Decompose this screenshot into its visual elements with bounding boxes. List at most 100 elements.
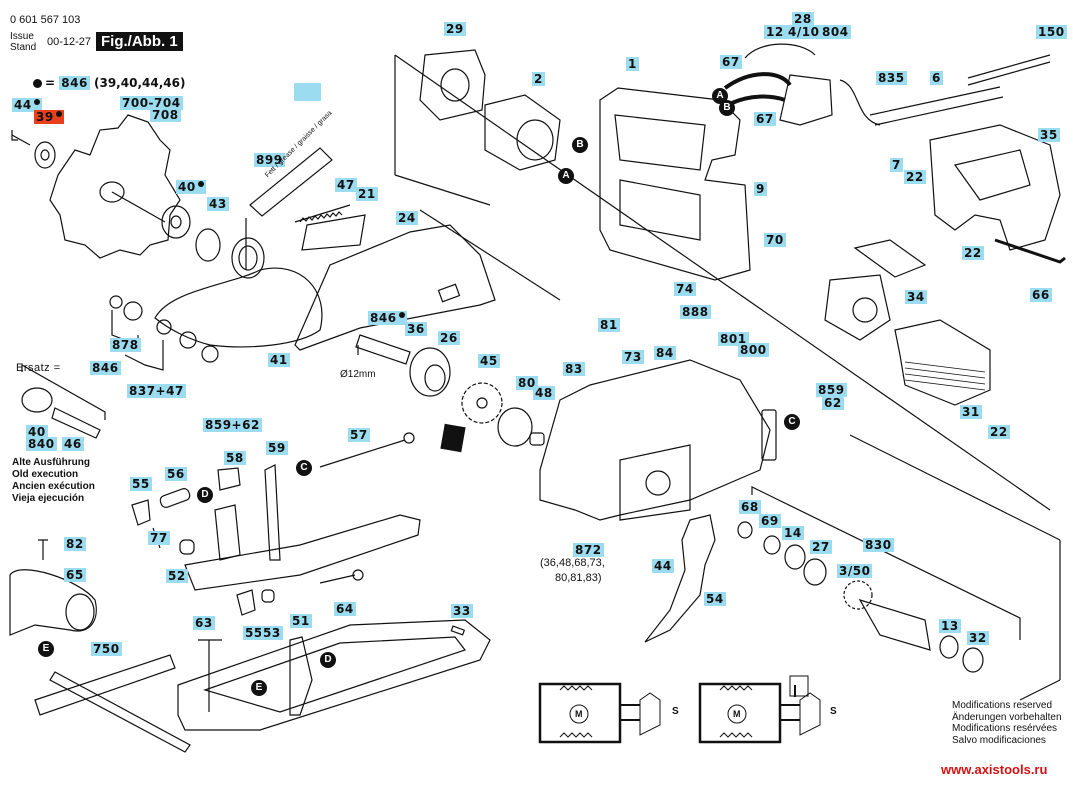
part-label-67[interactable]: 67 [720, 55, 742, 69]
part-label-846[interactable]: 846 [368, 311, 407, 325]
part-label-55[interactable]: 55 [243, 626, 265, 640]
part-label-39[interactable]: 39 [34, 110, 64, 124]
grease-tube-drawing [250, 148, 332, 216]
part-label-7[interactable]: 7 [890, 158, 903, 172]
knob-55b-drawing [237, 590, 255, 615]
part-label-46[interactable]: 46 [62, 437, 84, 451]
part-label-837-47[interactable]: 837+47 [127, 384, 186, 398]
plane-line [420, 210, 560, 300]
part-label-750[interactable]: 750 [91, 642, 122, 656]
part-label-26[interactable]: 26 [438, 331, 460, 345]
part-label-84[interactable]: 84 [654, 346, 676, 360]
cable-150-drawing [968, 55, 1050, 85]
part-label-150[interactable]: 150 [1036, 25, 1067, 39]
part-label-67[interactable]: 67 [754, 112, 776, 126]
upper-guard-24-drawing [295, 225, 495, 350]
part-label-58[interactable]: 58 [224, 451, 246, 465]
part-label-9[interactable]: 9 [754, 182, 767, 196]
part-label-801[interactable]: 801 [718, 332, 749, 346]
figure-label: Fig./Abb. 1 [96, 32, 183, 51]
part-label-830[interactable]: 830 [863, 538, 894, 552]
part-label-80[interactable]: 80 [516, 376, 538, 390]
gear-housing-872-drawing [540, 360, 770, 520]
part-label-81[interactable]: 81 [598, 318, 620, 332]
part-label-1[interactable]: 1 [626, 57, 639, 71]
part-label-888[interactable]: 888 [680, 305, 711, 319]
part-label-835[interactable]: 835 [876, 71, 907, 85]
part-label-40[interactable]: 40 [26, 425, 48, 439]
flange-26-drawing [410, 348, 450, 396]
part-label-55[interactable]: 55 [130, 477, 152, 491]
part-label-28[interactable]: 28 [792, 12, 814, 26]
part-label-64[interactable]: 64 [334, 602, 356, 616]
part-label-24[interactable]: 24 [396, 211, 418, 225]
part-label-859[interactable]: 859 [816, 383, 847, 397]
connector-callout-c: C [296, 460, 312, 476]
part-label-44[interactable]: 44 [652, 559, 674, 573]
part-label-804[interactable]: 804 [820, 25, 851, 39]
old-execution-note: Alte Ausführung Old execution Ancien exé… [12, 457, 95, 504]
part-label-35[interactable]: 35 [1038, 128, 1060, 142]
part-label-59[interactable]: 59 [266, 441, 288, 455]
part-label-700-704[interactable]: 700-704 [120, 96, 183, 110]
part-label-66[interactable]: 66 [1030, 288, 1052, 302]
grip-65-drawing [10, 570, 96, 635]
screw-82-drawing [38, 540, 48, 560]
part-label-899[interactable]: 899 [254, 153, 285, 167]
part-label-77[interactable]: 77 [148, 531, 170, 545]
base-plate-drawing [178, 620, 490, 730]
part-label-73[interactable]: 73 [622, 350, 644, 364]
part-label-846[interactable]: 846 [90, 361, 121, 375]
part-label-27[interactable]: 27 [810, 540, 832, 554]
part-label-40[interactable]: 40 [176, 180, 206, 194]
part-label-13[interactable]: 13 [939, 619, 961, 633]
part-label-33[interactable]: 33 [451, 604, 473, 618]
part-label-2[interactable]: 2 [532, 72, 545, 86]
part-label-878[interactable]: 878 [110, 338, 141, 352]
part-label-6[interactable]: 6 [930, 71, 943, 85]
part-label-859-62[interactable]: 859+62 [203, 418, 262, 432]
part-label-70[interactable]: 70 [764, 233, 786, 247]
part-label-54[interactable]: 54 [704, 592, 726, 606]
part-label-14[interactable]: 14 [782, 526, 804, 540]
part-label-48[interactable]: 48 [533, 386, 555, 400]
part-label-840[interactable]: 840 [26, 437, 57, 451]
part-label-57[interactable]: 57 [348, 428, 370, 442]
part-label-34[interactable]: 34 [905, 290, 927, 304]
part-label-12[interactable]: 12 [764, 25, 786, 39]
part-label-22[interactable]: 22 [904, 170, 926, 184]
part-label-708[interactable]: 708 [150, 108, 181, 122]
part-label-32[interactable]: 32 [967, 631, 989, 645]
part-label-29[interactable]: 29 [444, 22, 466, 36]
part-label-51[interactable]: 51 [290, 614, 312, 628]
part-label-56[interactable]: 56 [165, 467, 187, 481]
part-label-43[interactable]: 43 [207, 197, 229, 211]
part-label-31[interactable]: 31 [960, 405, 982, 419]
part-label-52[interactable]: 52 [166, 569, 188, 583]
part-label-74[interactable]: 74 [674, 282, 696, 296]
part-label-872[interactable]: 872 [573, 543, 604, 557]
part-label-44[interactable]: 44 [12, 98, 42, 112]
part-label-82[interactable]: 82 [64, 537, 86, 551]
kit-number-label[interactable]: 846 [59, 76, 90, 90]
connector-callout-c: C [784, 414, 800, 430]
part-label-41[interactable]: 41 [268, 353, 290, 367]
part-label-65[interactable]: 65 [64, 568, 86, 582]
part-label-3-50[interactable]: 3/50 [837, 564, 873, 578]
part-label-63[interactable]: 63 [193, 616, 215, 630]
part-label-4-10[interactable]: 4/10 [786, 25, 822, 39]
part-label-68[interactable]: 68 [739, 500, 761, 514]
part-label-69[interactable]: 69 [759, 514, 781, 528]
part-label-22[interactable]: 22 [988, 425, 1010, 439]
part-label-21[interactable]: 21 [356, 187, 378, 201]
part-label-83[interactable]: 83 [563, 362, 585, 376]
part-label-62[interactable]: 62 [822, 396, 844, 410]
lower-guard-drawing [155, 268, 322, 347]
part-label-36[interactable]: 36 [405, 322, 427, 336]
part-label-53[interactable]: 53 [261, 626, 283, 640]
part-label-47[interactable]: 47 [335, 178, 357, 192]
part-label-800[interactable]: 800 [738, 343, 769, 357]
website-link[interactable]: www.axistools.ru [941, 762, 1048, 777]
part-label-22[interactable]: 22 [962, 246, 984, 260]
part-label-45[interactable]: 45 [478, 354, 500, 368]
